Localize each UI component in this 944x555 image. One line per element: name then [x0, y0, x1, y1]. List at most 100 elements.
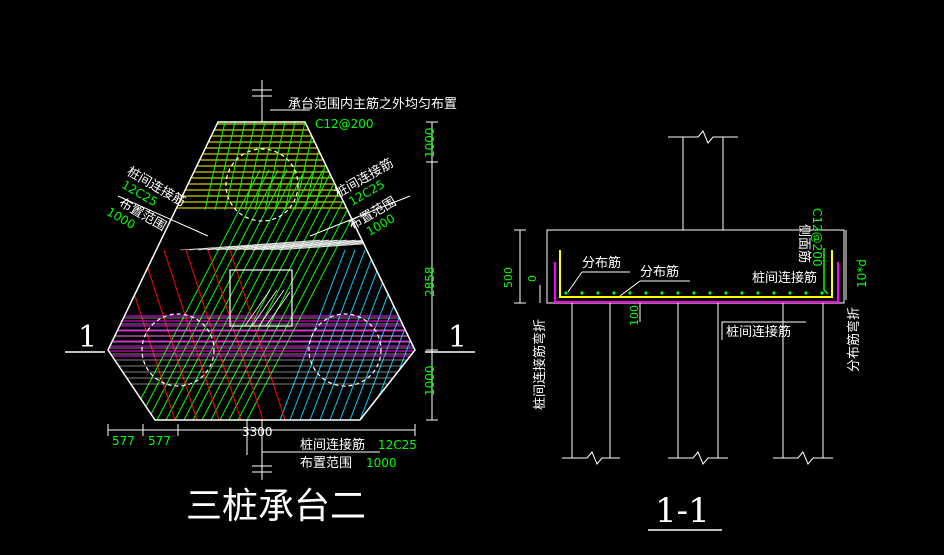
anchor-length: 10*d	[855, 259, 869, 288]
pile-cap-plan: 1 1 1000 2858 1000 577 577 3300	[65, 80, 475, 527]
label-dist-bend: 分布筋弯折	[846, 307, 862, 372]
label-dist-rebar-1: 分布筋	[582, 255, 621, 271]
rebar-line	[197, 239, 339, 251]
rebar-dots	[564, 291, 824, 295]
pile-right	[308, 313, 382, 387]
bottom-link-label: 桩间连接筋	[300, 437, 365, 453]
bottom-rebar-band	[108, 315, 415, 385]
dim-100: 100	[628, 305, 641, 326]
dim-left-a: 577	[112, 434, 135, 448]
rebar-line	[192, 169, 324, 420]
rebar-dot	[692, 291, 696, 295]
plan-title: 三桩承台二	[186, 486, 366, 527]
rebar-line	[228, 169, 360, 420]
rebar-line	[349, 249, 415, 420]
rebar-line	[229, 249, 286, 420]
rebar-dot	[740, 291, 744, 295]
dim-chain-horizontal	[107, 424, 416, 436]
pile-cap-outline	[107, 121, 416, 421]
leader-dist-rebar-1b	[567, 271, 583, 293]
rebar-line	[319, 249, 386, 420]
rebar-line	[299, 249, 366, 420]
rebar-line	[224, 122, 246, 211]
rebar-line	[329, 249, 396, 420]
section-title: 1-1	[655, 491, 710, 531]
section-cut-left: 1	[65, 320, 105, 355]
label-link-bend: 桩间连接筋弯折	[532, 319, 548, 410]
rebar-line	[244, 122, 266, 211]
section-piles	[562, 303, 833, 465]
rebar-line	[207, 249, 264, 420]
rebar-line	[129, 169, 261, 420]
rebar-line	[234, 122, 256, 211]
rebar-line	[254, 122, 276, 211]
rebar-dot	[788, 291, 792, 295]
rebar-dot	[820, 291, 824, 295]
rebar-line	[237, 169, 369, 420]
dim-bottom: 1000	[423, 365, 437, 396]
rebar-line	[224, 239, 366, 251]
pile-top	[225, 148, 299, 222]
label-link-top: 桩间连接筋	[752, 270, 817, 286]
left-link-leader	[117, 195, 209, 237]
rebar-line	[174, 169, 306, 420]
bottom-range-label: 布置范围	[300, 456, 352, 471]
rebar-dot	[724, 291, 728, 295]
note-main-rebar: 承台范围内主筋之外均匀布置	[288, 96, 457, 112]
rebar-dot	[708, 291, 712, 295]
rebar-line	[204, 122, 226, 211]
bottom-link-spec: 12C25	[378, 438, 417, 452]
section-mark-left: 1	[78, 320, 97, 355]
left-range-annotation: 布置范围 1000	[104, 195, 168, 234]
link-rebar-yellow	[559, 250, 833, 298]
dim-left-b: 577	[148, 434, 171, 448]
rebar-line	[179, 239, 321, 251]
dim-width: 3300	[242, 425, 273, 439]
leader-link-bottom	[721, 321, 806, 340]
rebar-dot	[644, 291, 648, 295]
rebar-line	[215, 239, 357, 251]
rebar-dot	[612, 291, 616, 295]
label-side-rebar-spec: C12@200	[810, 208, 824, 267]
rebar-line	[119, 249, 176, 420]
rebar-line	[188, 239, 330, 251]
rebar-line	[309, 249, 376, 420]
rebar-line	[210, 169, 342, 420]
section-column	[668, 130, 738, 230]
label-side-rebar: 侧面筋	[796, 224, 812, 263]
rebar-line	[359, 249, 415, 420]
rebar-line	[214, 122, 236, 211]
rebar-line	[206, 239, 348, 251]
dim-500: 500	[502, 267, 515, 288]
section-1-1: 500 0 100 10*d 分布筋 分布筋 桩间连接筋 桩间连接筋 侧面筋 C…	[502, 130, 869, 531]
rebar-dot	[596, 291, 600, 295]
bottom-range-value: 1000	[366, 456, 397, 470]
rebar-line	[141, 249, 198, 420]
rebar-dot	[756, 291, 760, 295]
section-cut-right: 1	[425, 320, 475, 355]
label-link-bottom: 桩间连接筋	[726, 324, 791, 340]
right-link-leader	[309, 195, 411, 237]
rebar-dot	[804, 291, 808, 295]
rebar-dot	[660, 291, 664, 295]
rebar-dot	[628, 291, 632, 295]
dim-0: 0	[526, 275, 539, 282]
rebar-line	[138, 169, 270, 420]
rebar-line	[165, 169, 297, 420]
column-hatch	[244, 289, 291, 327]
rebar-line	[185, 249, 242, 420]
rebar-dot	[676, 291, 680, 295]
pile-left	[141, 313, 215, 387]
rebar-line	[163, 249, 220, 420]
rebar-dot	[772, 291, 776, 295]
dim-chain-vertical	[426, 121, 438, 421]
rebar-line	[147, 169, 279, 420]
section-dims	[514, 229, 847, 322]
side-rebar	[823, 248, 829, 295]
rebar-line	[219, 169, 351, 420]
rebar-line	[264, 122, 286, 211]
rebar-line	[156, 169, 288, 420]
rebar-dot	[564, 291, 568, 295]
